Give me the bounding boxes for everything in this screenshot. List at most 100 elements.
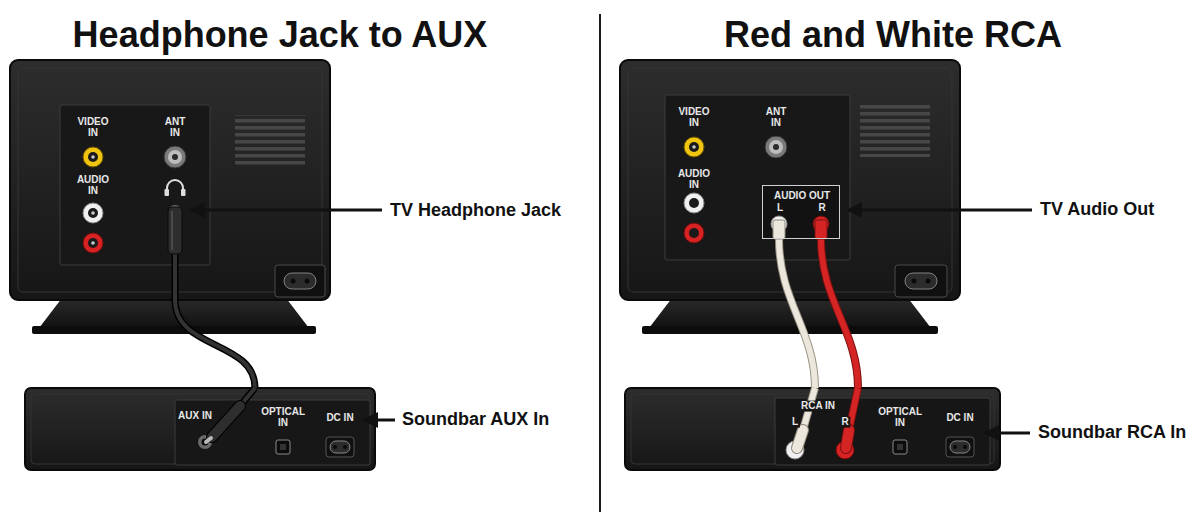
callout-arrowhead (846, 202, 862, 218)
power-socket (895, 265, 947, 297)
panel-divider (599, 14, 601, 512)
coax-jack (164, 146, 186, 168)
rca-plug-red (846, 430, 849, 448)
aux-plug (168, 207, 182, 254)
panel-heading: Headphone Jack to AUX (73, 15, 488, 55)
port-label: RCA IN (799, 401, 837, 412)
dc-socket (946, 437, 974, 457)
rca-plug-white (797, 430, 803, 448)
coax-jack (769, 140, 783, 154)
vent-grille (860, 105, 930, 157)
port-label: AUDIO IN (678, 169, 710, 191)
rca-jack-red (83, 233, 103, 253)
rca-jack-red (689, 228, 699, 238)
dc-pin (333, 445, 337, 449)
coax-jack (164, 146, 186, 168)
port-label: AUDIO OUT (774, 191, 830, 202)
callout-arrow (376, 419, 395, 422)
aux-plug (212, 406, 240, 437)
optical-port (893, 440, 907, 454)
port-label: VIDEO IN (77, 117, 108, 139)
dc-pin (343, 445, 347, 449)
aux-plug (212, 406, 240, 437)
dc-pin (963, 445, 967, 449)
tv-left (10, 60, 330, 334)
port-label: R (818, 203, 825, 214)
rca-plug-white (797, 430, 803, 448)
callout-arrowhead (983, 425, 999, 441)
headphone-icon (165, 189, 170, 196)
soundbar-right (625, 388, 1000, 470)
rca-jack-white (88, 208, 98, 218)
power-socket (275, 265, 325, 297)
coax-jack (765, 136, 787, 158)
rca-jack-yellow (83, 147, 103, 167)
cable-outline (821, 239, 858, 388)
tv-stand-base (642, 326, 938, 334)
port-label: ANT IN (766, 107, 787, 129)
rca-jack-red (83, 233, 103, 253)
cable-outline (779, 239, 815, 388)
rca-jack-red (91, 241, 95, 245)
rca-jack-yellow (684, 137, 704, 157)
power-socket (905, 273, 937, 289)
audio-out-box: AUDIO OUTLR (762, 185, 840, 239)
port-panel (775, 398, 990, 465)
rca-jack-red (684, 223, 704, 243)
power-pin (912, 279, 917, 284)
port-label: VIDEO IN (678, 107, 709, 129)
cable-core (821, 239, 858, 388)
optical-port (897, 444, 903, 450)
soundbar-bevel (631, 394, 994, 464)
port-panel (60, 105, 210, 265)
headphone-icon (167, 180, 183, 193)
power-pin (926, 279, 931, 284)
rca-plug-red (815, 220, 827, 239)
cable (175, 300, 255, 388)
power-socket (275, 265, 325, 297)
soundbar-housing (25, 388, 375, 470)
callout-label: TV Headphone Jack (390, 201, 561, 221)
tv-back: VIDEO IN ANT IN AUDIO IN (10, 60, 330, 300)
callout-label: Soundbar RCA In (1038, 423, 1186, 443)
callout-label: TV Audio Out (1040, 200, 1154, 220)
port-label: OPTICAL IN (878, 407, 922, 429)
port-panel (665, 95, 850, 260)
rca-jack-yellow (83, 147, 103, 167)
power-socket (284, 273, 316, 289)
vent-grille (235, 115, 305, 167)
optical-port (280, 444, 286, 450)
rca-jack-yellow (692, 145, 696, 149)
port-label: ANT IN (165, 117, 186, 139)
callout-arrow (860, 209, 1032, 212)
headphone-icon (165, 180, 186, 196)
rca-jack-white (83, 203, 103, 223)
aux-plug-tip (206, 438, 211, 442)
cable (821, 239, 858, 388)
port-label: L (790, 417, 800, 428)
tv-stand-base (32, 326, 316, 334)
callout-arrowhead (189, 202, 205, 218)
port-label: AUDIO IN (77, 175, 109, 197)
panel-heading: Red and White RCA (724, 15, 1062, 55)
callout-arrow (997, 432, 1030, 435)
port-label: DC IN (946, 413, 973, 424)
optical-port (276, 440, 290, 454)
callout-label: Soundbar AUX In (402, 410, 549, 430)
dc-socket (330, 441, 350, 453)
headphone-icon (181, 189, 186, 196)
port-panel (175, 400, 370, 465)
rca-jack-yellow (689, 142, 699, 152)
port-label: OPTICAL IN (261, 407, 305, 429)
rca-jack-white (91, 211, 95, 215)
rca-plug-red (846, 430, 849, 448)
port-label: AUX IN (178, 411, 212, 422)
dc-socket (326, 437, 354, 457)
soundbar-bevel (31, 394, 369, 464)
coax-jack (172, 154, 178, 160)
port-label: R (839, 417, 850, 428)
coax-jack (168, 150, 182, 164)
cable (779, 239, 815, 388)
cable-stub (173, 252, 177, 300)
